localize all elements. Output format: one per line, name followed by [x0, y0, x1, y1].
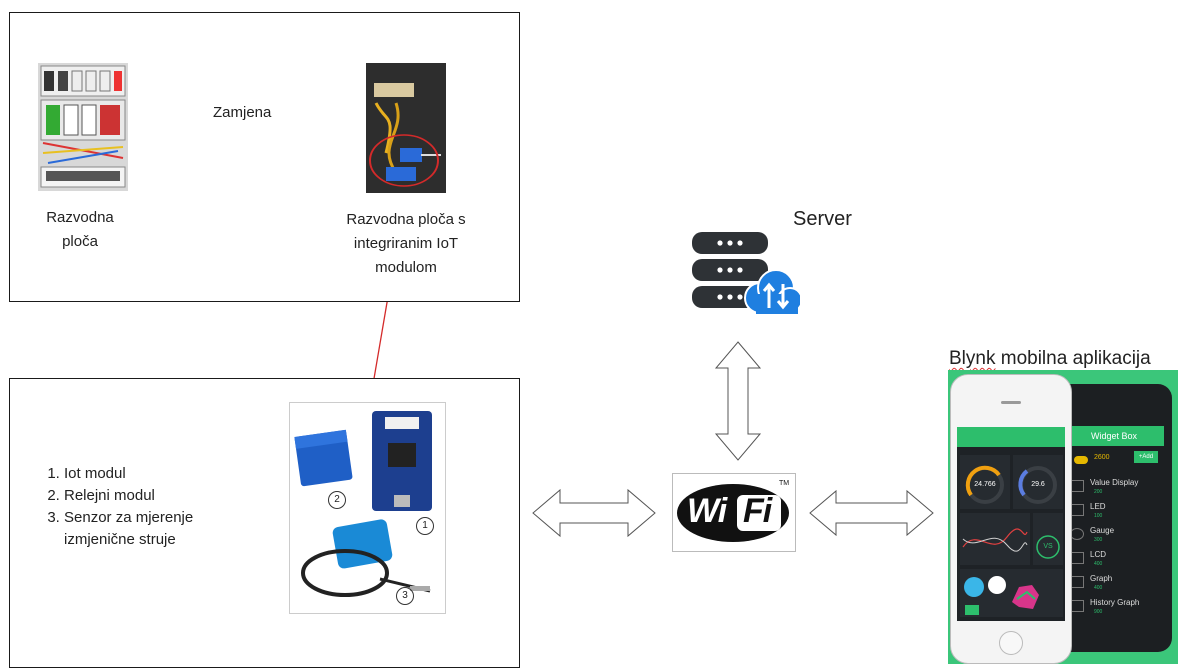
widget-item: History Graph 900: [1070, 596, 1166, 620]
app-screenshot: Widget Box 2600 +Add Value Display 200 L…: [948, 370, 1178, 664]
widget-cost: 300: [1094, 537, 1103, 543]
server-wifi-double-arrow: [714, 341, 762, 461]
marker-1: 1: [416, 517, 434, 535]
wifi-tm: TM: [779, 480, 790, 487]
dashboard-drawing: [960, 455, 1063, 617]
widget-name: Graph: [1090, 574, 1113, 583]
widget-item: LED 100: [1070, 500, 1166, 524]
module-wifi-double-arrow: [532, 488, 656, 538]
distribution-panel-photo: [38, 63, 128, 191]
replacement-label: Zamjena: [213, 104, 272, 121]
distribution-panel-drawing: [38, 63, 128, 191]
widget-cost: 400: [1094, 561, 1103, 567]
marker-3: 3: [396, 587, 414, 605]
widget-name: LCD: [1090, 550, 1107, 559]
widget-icon: [1070, 528, 1084, 540]
widget-icon: [1070, 600, 1084, 612]
gauge-value-1: 24.766: [974, 481, 996, 488]
widget-list: Value Display 200 LED 100 Gauge 300 LCD …: [1070, 476, 1166, 620]
widget-item: Graph 400: [1070, 572, 1166, 596]
widget-name: Gauge: [1090, 526, 1115, 535]
server-label: Server: [793, 208, 852, 230]
iot-panel-label: Razvodna ploča s integriranim IoT modulo…: [346, 211, 466, 276]
app-title: Blynk mobilna aplikacija: [949, 348, 1151, 370]
widget-icon: [1070, 504, 1084, 516]
wifi-logo-right-box: [737, 495, 781, 531]
widget-icon: [1070, 480, 1084, 492]
phone-screen: 24.766 29.6 VS: [957, 427, 1065, 621]
iot-panel-photo: [366, 63, 446, 193]
module-list-item-2: Relejni modul: [64, 485, 268, 507]
home-button[interactable]: [999, 631, 1023, 655]
module-list: Iot modul Relejni modul Senzor za mjeren…: [38, 463, 268, 551]
widget-name: Value Display: [1090, 478, 1139, 487]
iot-panel-drawing: [366, 63, 446, 193]
modules-drawing: [294, 411, 432, 597]
database-cloud-icon: [690, 228, 800, 320]
widget-name: History Graph: [1090, 598, 1140, 607]
widget-item: LCD 400: [1070, 548, 1166, 572]
add-button[interactable]: +Add: [1134, 451, 1158, 463]
gauge-value-2: 29.6: [1031, 481, 1045, 488]
app-header-bar: [957, 427, 1065, 447]
widget-cost: 400: [1094, 585, 1103, 591]
wifi-logo: Wi Fi TM: [672, 473, 796, 552]
database-cloud-drawing: [692, 232, 800, 314]
energy-value: 2600: [1094, 454, 1110, 461]
vs-button[interactable]: VS: [1043, 543, 1053, 550]
widget-box-header: Widget Box: [1064, 426, 1164, 446]
app-title-blynk: Blynk: [949, 348, 996, 369]
distribution-panel-label: Razvodna ploča: [46, 209, 114, 250]
wifi-app-double-arrow: [809, 489, 934, 537]
widget-cost: 100: [1094, 513, 1103, 519]
widget-icon: [1070, 576, 1084, 588]
module-list-item-1: Iot modul: [64, 463, 268, 485]
front-phone: 24.766 29.6 VS: [950, 374, 1072, 664]
wifi-logo-right: Fi: [743, 492, 772, 530]
module-list-item-3: Senzor za mjerenje izmjenične struje: [64, 507, 268, 551]
widget-icon: [1070, 552, 1084, 564]
widget-cost: 900: [1094, 609, 1103, 615]
modules-photo: 1 2 3: [289, 402, 446, 614]
app-title-rest: mobilna aplikacija: [995, 348, 1151, 369]
widget-item: Value Display 200: [1070, 476, 1166, 500]
marker-2: 2: [328, 491, 346, 509]
energy-toggle: [1074, 456, 1088, 464]
widget-item: Gauge 300: [1070, 524, 1166, 548]
back-phone: Widget Box 2600 +Add Value Display 200 L…: [1056, 384, 1172, 652]
wifi-logo-left: Wi: [687, 492, 727, 530]
phone-speaker: [1001, 401, 1021, 404]
widget-cost: 200: [1094, 489, 1103, 495]
widget-name: LED: [1090, 502, 1106, 511]
